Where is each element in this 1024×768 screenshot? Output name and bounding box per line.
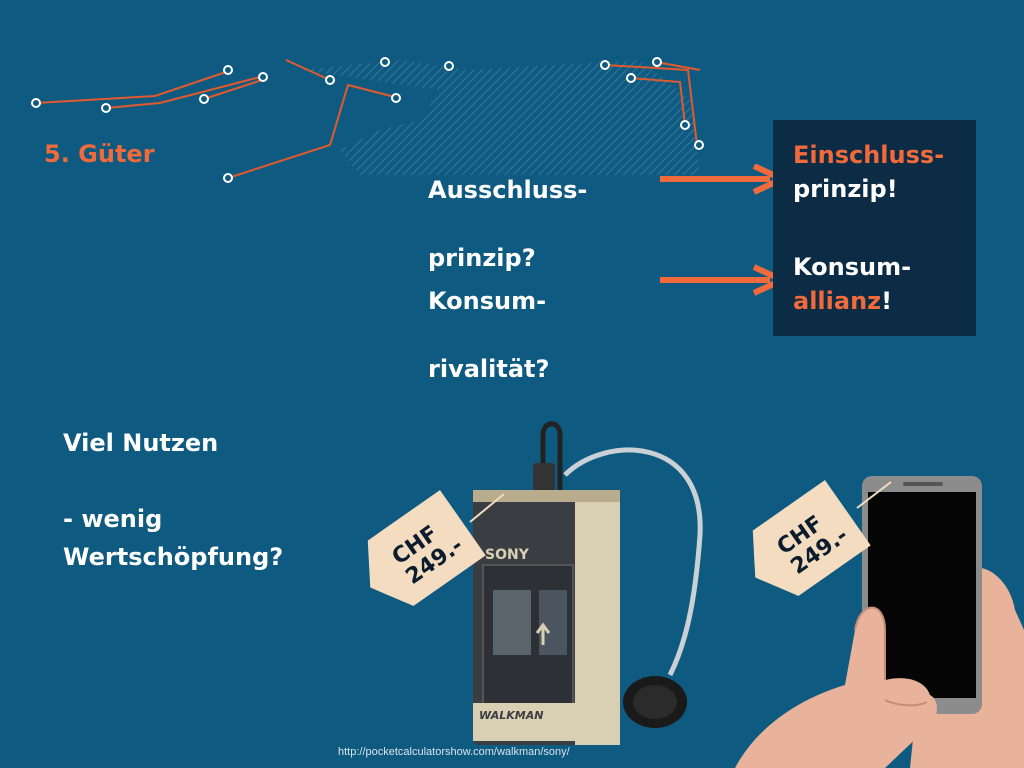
slide-title: 5. Güter [44,140,155,168]
question-exclusion: Ausschluss- prinzip? [428,139,587,309]
walkman-brand: SONY [485,547,530,563]
smartphone-image [735,476,1024,768]
source-link[interactable]: http://pocketcalculatorshow.com/walkman/… [338,746,570,758]
value-text: - wenig [63,505,163,533]
answer-line: allianz! [793,284,892,318]
circuit-decoration [31,57,704,183]
arrow-right-icon [660,264,788,296]
answer-highlight: allianz [793,287,882,315]
question-line: prinzip? [428,244,536,272]
benefit-text: Viel Nutzen [63,429,219,457]
question-line: Ausschluss- [428,176,588,204]
question-line: Konsum- [428,287,547,315]
answer-box: Einschluss- prinzip! Konsum- allianz! [773,120,976,336]
walkman-image: SONY WALKMAN [473,421,703,745]
answer-line: Konsum- [793,253,912,281]
answer-line: Einschluss- [793,141,945,169]
question-line: rivalität? [428,355,550,383]
arrow-right-icon [660,164,788,195]
walkman-label: WALKMAN [479,709,543,722]
value-text: Wertschöpfung? [63,543,284,571]
tag-string [469,493,505,523]
question-rivalry: Konsum- rivalität? [428,250,549,420]
answer-line: prinzip! [793,175,898,203]
answer-punct: ! [881,287,893,315]
tag-string [856,481,892,509]
